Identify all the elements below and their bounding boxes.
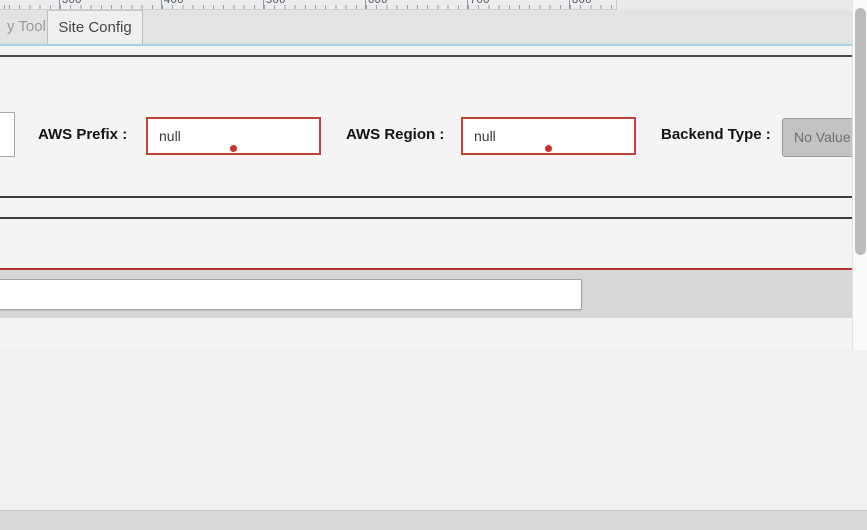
red-divider [0, 268, 852, 270]
input-band [0, 270, 852, 318]
tab-underline [0, 44, 852, 46]
tab-site-config[interactable]: Site Config [48, 10, 143, 44]
ruler-label: 800 [569, 0, 592, 9]
section-divider [0, 196, 852, 198]
ruler-label: 600 [365, 0, 388, 9]
backend-type-label: Backend Type : [661, 126, 771, 143]
bottom-status-band [0, 510, 867, 530]
ruler-row: 300 400 500 600 700 800 [0, 0, 852, 10]
backend-type-value[interactable]: No Value [782, 118, 858, 157]
ruler-ticks [0, 5, 616, 9]
section-divider [0, 217, 852, 219]
vertical-scrollbar[interactable] [852, 0, 867, 350]
cutoff-left-input[interactable] [0, 112, 15, 157]
validation-error-dot-icon [545, 145, 552, 152]
section-divider [0, 55, 852, 57]
horizontal-ruler: 300 400 500 600 700 800 [0, 0, 617, 10]
ruler-label: 300 [59, 0, 82, 9]
aws-prefix-label: AWS Prefix : [38, 126, 128, 143]
aws-prefix-field-wrap [146, 117, 321, 155]
ruler-label: 500 [263, 0, 286, 9]
wide-text-input[interactable] [0, 279, 582, 310]
validation-error-dot-icon [230, 145, 237, 152]
aws-region-field-wrap [461, 117, 636, 155]
ruler-label: 700 [467, 0, 490, 9]
aws-region-label: AWS Region : [346, 126, 445, 143]
tab-bar: y Tool Site Config [0, 10, 852, 44]
ruler-label: 400 [161, 0, 184, 9]
lower-empty-area [0, 350, 867, 510]
scrollbar-thumb[interactable] [855, 8, 866, 255]
tab-tool[interactable]: y Tool [0, 10, 48, 44]
config-scroll-panel: 300 400 500 600 700 800 y Tool Site Conf… [0, 0, 867, 350]
